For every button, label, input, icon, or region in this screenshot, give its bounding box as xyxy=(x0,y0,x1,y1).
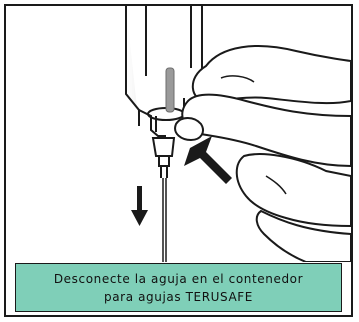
caption-line-1: Desconecte la aguja en el contenedor xyxy=(53,271,304,286)
instruction-panel: Desconecte la aguja en el contenedor par… xyxy=(4,4,353,317)
arrow-diagonal-icon xyxy=(184,136,232,184)
needle-icon xyxy=(162,178,167,262)
arrow-down-icon xyxy=(131,186,148,226)
syringe-icon xyxy=(125,6,203,178)
instruction-caption: Desconecte la aguja en el contenedor par… xyxy=(15,263,342,312)
instruction-illustration xyxy=(125,6,351,262)
hand-icon xyxy=(174,45,351,262)
caption-line-2: para agujas TERUSAFE xyxy=(104,289,253,304)
